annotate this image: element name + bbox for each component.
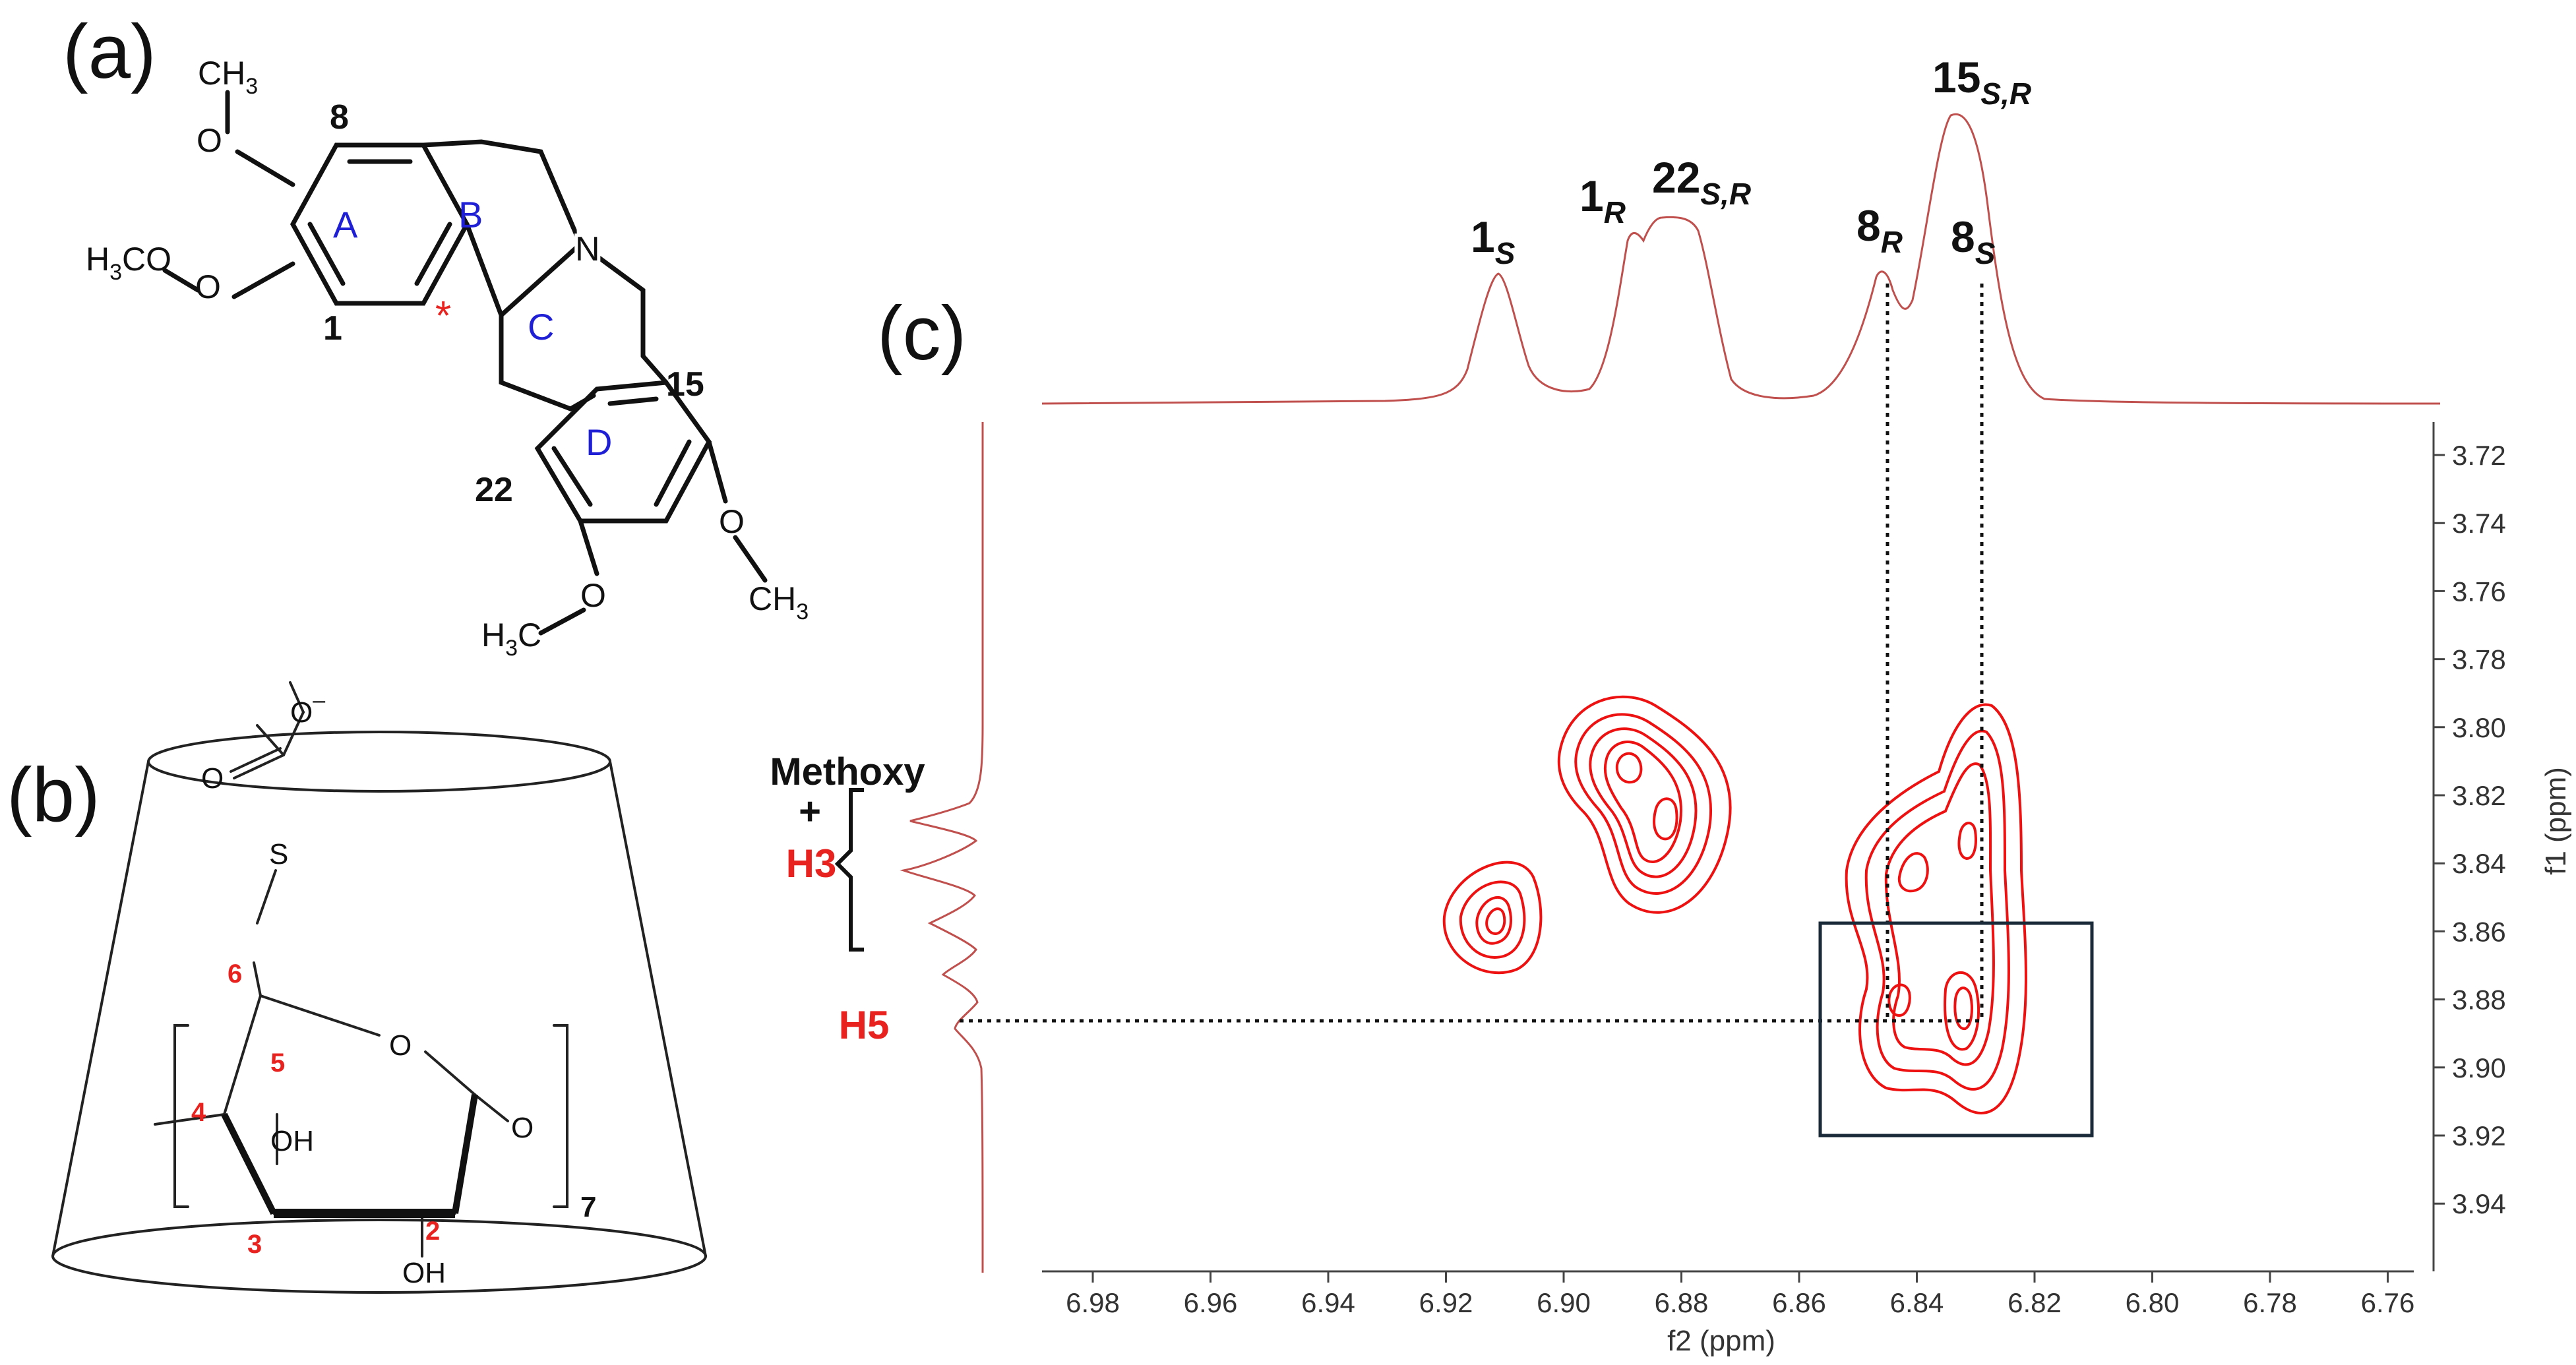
position-label-22: 22 [475,471,513,509]
panel-label-b: (b) [7,752,100,837]
y-tick-label: 3.72 [2452,440,2506,471]
sulfur-atom: S [269,838,288,870]
ring-label-a: A [333,204,358,245]
y-axis-label: f1 (ppm) [2540,767,2572,875]
projection-spectrum-top [1041,113,2441,405]
peak-label-1r: 1R [1579,171,1626,229]
peak-label-8r: 8R [1856,201,1903,259]
x-tick-label: 6.98 [1066,1287,1120,1318]
repeat-count: 7 [580,1191,596,1223]
panel-label-a: (a) [63,9,156,94]
carbon-number-4: 4 [191,1098,206,1127]
methoxy-right-o: O [719,503,745,540]
hydroxyl-c3: OH [270,1125,314,1157]
peak-label-8s: 8S [1951,212,1996,270]
plot-axes [1042,422,2435,1273]
position-label-8: 8 [330,98,349,136]
x-axis-label: f2 (ppm) [1667,1325,1775,1357]
x-tick-label: 6.76 [2361,1287,2415,1318]
side-label-h5: H5 [839,1003,890,1047]
guide-lines [960,284,1984,1023]
y-tick-label: 3.76 [2452,576,2506,607]
bold-ring-edge-left [221,1112,277,1215]
methoxy-h3-bracket [834,788,864,952]
carboxylate-oxygen-left: O [201,762,224,795]
side-label-methoxy: Methoxy [770,750,925,793]
y-tick-label: 3.78 [2452,644,2506,675]
side-label-plus: + [799,790,821,833]
x-axis-ticks: 6.98 6.96 6.94 6.92 6.90 6.88 6.86 6.84 6.82 6.80… [1066,1271,2414,1318]
chiral-center-mark: * [435,293,451,339]
peak-label-22sr: 22S,R [1652,153,1751,211]
x-tick-label: 6.88 [1655,1287,1709,1318]
methoxy-right-ch3: CH3 [749,580,809,624]
y-tick-label: 3.88 [2452,985,2506,1016]
peak-label-15sr: 15S,R [1932,53,2031,111]
methoxy-top-ch: CH3 [198,55,258,99]
carbon-number-2: 2 [425,1217,440,1246]
y-tick-label: 3.80 [2452,712,2506,743]
highlight-box [1818,921,2094,1138]
ring-label-c: C [528,306,554,348]
carbon-number-3: 3 [247,1230,262,1259]
nitrogen-atom: N [575,230,600,268]
molecule-a [162,90,768,636]
x-tick-label: 6.78 [2243,1287,2297,1318]
carbon-number-5: 5 [270,1048,285,1077]
ring-oxygen: O [389,1029,412,1062]
carboxylate-oxygen-top: O– [290,688,325,729]
y-tick-label: 3.90 [2452,1052,2506,1083]
x-tick-label: 6.96 [1184,1287,1238,1318]
y-axis-ticks: 3.72 3.74 3.76 3.78 3.80 3.82 3.84 3.86 3.88 3.90… [2434,440,2506,1219]
x-tick-label: 6.82 [2008,1287,2062,1318]
bold-ring-edge-right [452,1094,478,1214]
x-tick-label: 6.84 [1890,1287,1944,1318]
y-tick-label: 3.74 [2452,508,2506,539]
contour-peak-1r-22 [1557,695,1732,914]
y-tick-label: 3.92 [2452,1120,2506,1151]
contour-peak-1s [1442,861,1543,975]
peak-label-1s: 1S [1471,212,1516,270]
projection-spectrum-left [900,422,984,1273]
y-tick-label: 3.94 [2452,1188,2506,1219]
y-tick-label: 3.82 [2452,780,2506,811]
hydroxyl-c2: OH [402,1257,446,1289]
panel-label-c: (c) [877,290,966,376]
y-tick-label: 3.86 [2452,916,2506,947]
methoxy-top-o: O [197,122,222,159]
contour-peak-8-15 [1845,703,2027,1114]
carbon-number-6: 6 [228,959,242,988]
x-tick-label: 6.94 [1301,1287,1355,1318]
position-label-1: 1 [323,309,342,348]
methoxy-bottom-h3c: H3C [481,617,541,661]
side-label-h3: H3 [786,841,837,886]
y-tick-label: 3.84 [2452,848,2506,879]
x-tick-label: 6.90 [1537,1287,1591,1318]
methoxy-left-h3co: H3CO [86,241,171,285]
x-tick-label: 6.86 [1772,1287,1826,1318]
x-tick-label: 6.80 [2126,1287,2180,1318]
x-tick-label: 6.92 [1419,1287,1473,1318]
glycosidic-oxygen: O [511,1112,534,1144]
cyclodextrin-cone [51,731,707,1294]
ring-label-d: D [586,421,612,463]
methoxy-left-o: O [195,268,221,305]
position-label-15: 15 [666,365,704,404]
ring-label-b: B [458,194,483,235]
methoxy-bottom-o: O [580,577,606,614]
